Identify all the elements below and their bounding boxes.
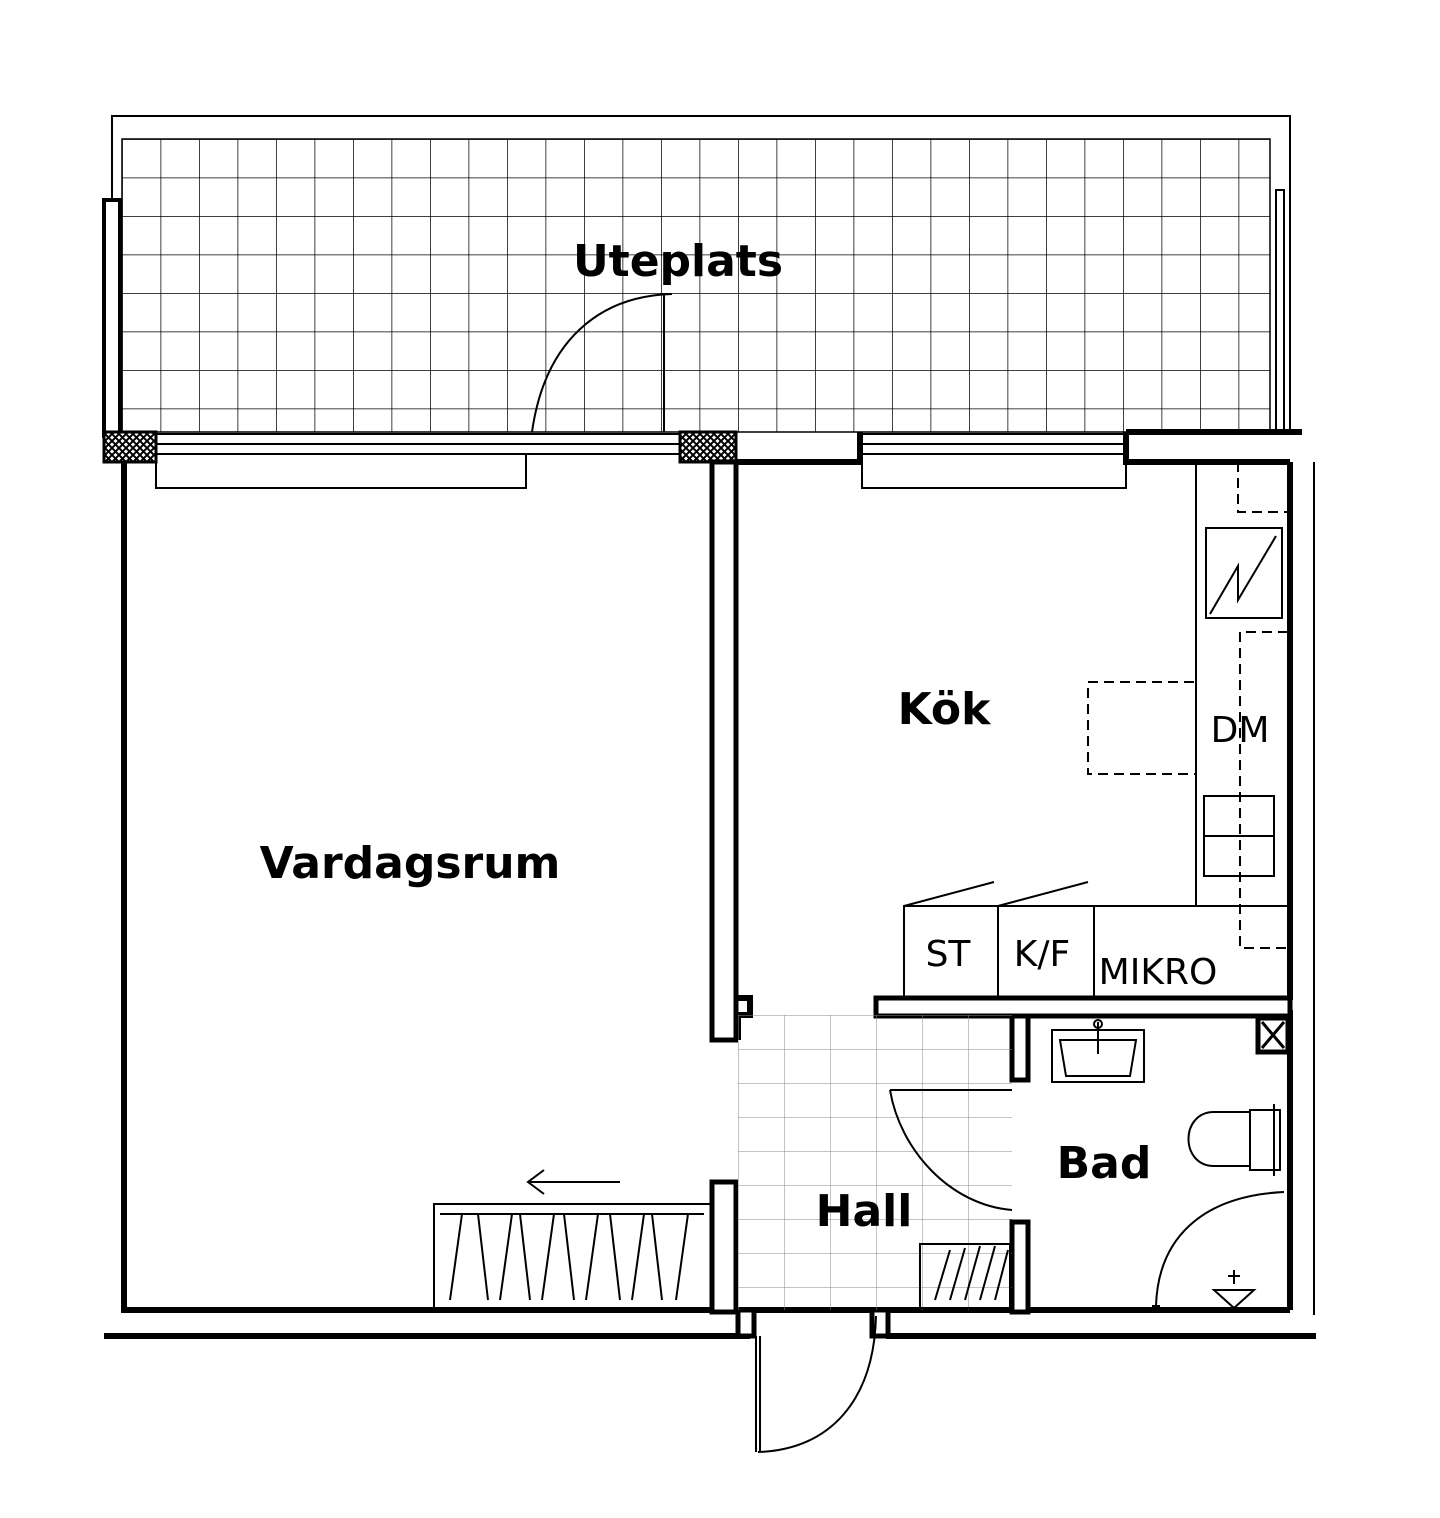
living-room-wardrobe <box>433 1203 713 1311</box>
room-label-kok: Kök <box>898 684 993 735</box>
room-label-uteplats: Uteplats <box>573 236 783 287</box>
appliance-label-kf: K/F <box>1014 934 1070 975</box>
terrace-door-swing <box>531 293 673 433</box>
facade-wall-top <box>102 429 1302 489</box>
hall-floor <box>738 1015 1013 1310</box>
entrance-door <box>755 1315 877 1453</box>
arrow-left-icon <box>526 1169 620 1195</box>
terrace <box>102 115 1291 438</box>
interior-walls <box>709 459 1293 1339</box>
bathroom-fittings <box>1051 1019 1285 1310</box>
room-label-bad: Bad <box>1057 1138 1152 1189</box>
kitchen-counter <box>903 462 1289 999</box>
exterior-walls <box>104 462 1316 1339</box>
appliance-label-mikro: MIKRO <box>1099 952 1218 993</box>
appliance-label-dm: DM <box>1211 710 1270 751</box>
room-label-vardagsrum: Vardagsrum <box>260 838 561 889</box>
appliance-label-st: ST <box>926 934 972 975</box>
room-label-hall: Hall <box>816 1186 913 1237</box>
